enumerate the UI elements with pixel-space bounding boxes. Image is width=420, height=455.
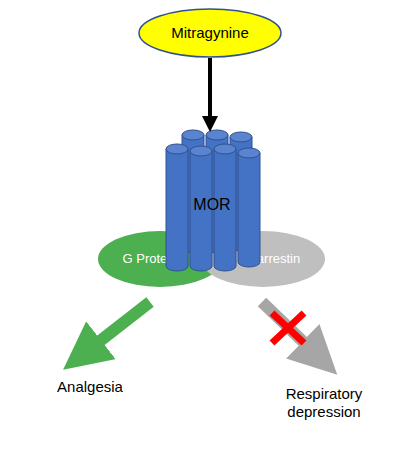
helix-cylinder [166, 144, 188, 271]
node-text: Mitragynine [171, 24, 249, 42]
helix-cylinder [238, 148, 260, 267]
respiratory-arrow [262, 302, 320, 358]
compound-ellipse: Mitragynine [138, 8, 282, 58]
receptor-cylinders: MOR [160, 128, 264, 268]
ellipse-outline [139, 9, 281, 57]
node-text: MOR [193, 195, 230, 214]
block-cross [272, 313, 304, 343]
analgesia-arrow [82, 302, 150, 355]
binding-arrow [208, 58, 212, 128]
outcome-label: Analgesia [40, 378, 140, 396]
ellipse-outline [98, 231, 222, 287]
outcome-label: Respiratory depression [272, 385, 376, 421]
ellipse-outline [201, 231, 325, 287]
